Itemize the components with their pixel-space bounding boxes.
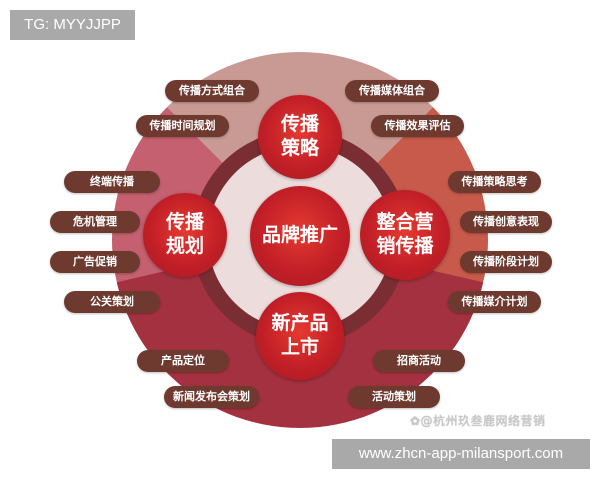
left-sector xyxy=(112,52,300,420)
pill-media-mix-method: 传播方式组合 xyxy=(165,80,259,102)
pill-strategy-thinking: 传播策略思考 xyxy=(448,171,541,193)
pill-media-combination: 传播媒体组合 xyxy=(345,80,439,102)
node-brand-promotion: 品牌推广 xyxy=(250,186,350,286)
node-communication-planning: 传播规划 xyxy=(143,193,227,277)
pill-product-positioning: 产品定位 xyxy=(137,350,229,372)
pill-press-conference: 新闻发布会策划 xyxy=(164,386,259,408)
node-new-product-launch: 新产品上市 xyxy=(256,292,344,380)
pill-terminal-communication: 终端传播 xyxy=(64,171,160,193)
node-communication-strategy: 传播策略 xyxy=(258,95,342,179)
tg-tag-overlay: TG: MYYJJPP xyxy=(10,10,135,40)
node-integrated-marketing: 整合营销传播 xyxy=(360,190,450,280)
right-sector xyxy=(300,52,488,420)
watermark: ✿@杭州玖叁鹿网络营销 xyxy=(410,414,546,428)
pill-creative-expression: 传播创意表现 xyxy=(460,211,552,233)
pill-event-planning: 活动策划 xyxy=(348,386,440,408)
site-url-overlay: www.zhcn-app-milansport.com xyxy=(332,439,590,469)
pill-media-plan: 传播媒介计划 xyxy=(448,291,541,313)
pill-investment-event: 招商活动 xyxy=(373,350,465,372)
pill-phase-plan: 传播阶段计划 xyxy=(460,251,552,273)
pill-crisis-management: 危机管理 xyxy=(50,211,140,233)
pill-advertising-promotion: 广告促销 xyxy=(50,251,140,273)
pill-effect-evaluation: 传播效果评估 xyxy=(371,115,464,137)
pill-timing-plan: 传播时间规划 xyxy=(136,115,229,137)
pill-pr-planning: 公关策划 xyxy=(64,291,160,313)
